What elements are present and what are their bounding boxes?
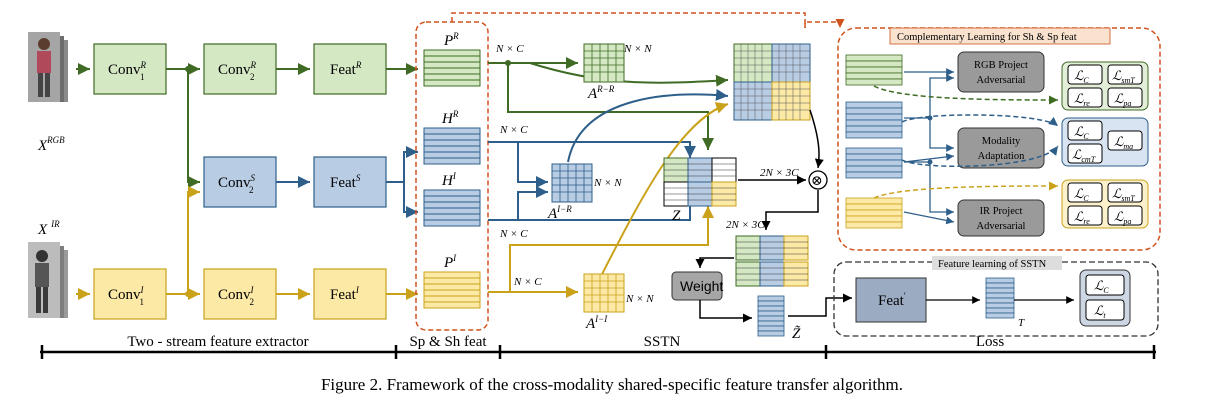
a-ir-label: AI−R: [547, 204, 572, 222]
loss-c-rgb: ℒC: [1074, 68, 1089, 85]
rgb-project-adversarial-box: [957, 51, 1045, 93]
a-ii-label: AI−I: [585, 314, 608, 332]
transferred-feature-matrix: [735, 235, 809, 287]
cl-p-ir: [845, 197, 903, 229]
loss-pa-rgb: ℒpa: [1114, 91, 1131, 108]
cl-p-rgb: [845, 54, 903, 86]
loss-t-sstn: ℒt: [1094, 303, 1106, 320]
z-matrix: [663, 157, 737, 207]
ir-project-adversarial-box: [957, 199, 1045, 237]
p-ir-feature: [423, 271, 481, 309]
z-tilde-matrix: [757, 295, 785, 337]
conv2-shared-box: [203, 156, 277, 208]
z-label: Z: [672, 208, 681, 224]
nc-label-4: N × C: [513, 276, 542, 288]
spsh-section-label: Sp & Sh feat: [409, 334, 487, 350]
nn-label-1: N × N: [623, 43, 652, 55]
feat-shared-label: FeatS: [330, 173, 361, 191]
a-rr-matrix: [583, 43, 625, 83]
n3c-label-1: 2N × 3C: [760, 167, 799, 179]
complementary-learning-title-box: [889, 27, 1111, 45]
p-ir-label: PI: [443, 253, 457, 271]
z-tilde-label: Z̃: [792, 326, 801, 342]
h-rgb-label: HR: [441, 109, 459, 127]
figure-caption: Figure 2. Framework of the cross-modalit…: [321, 375, 903, 394]
nn-label-3: N × N: [625, 293, 654, 305]
p-rgb-label: PR: [443, 31, 459, 49]
ir-person-images: [28, 242, 68, 318]
t-label: T: [1018, 317, 1025, 329]
mod-line2: Adaptation: [978, 151, 1025, 162]
loss-cmt: ℒcmT: [1072, 147, 1096, 164]
a-ir-matrix: [551, 163, 593, 203]
loss-c-ir: ℒC: [1074, 186, 1089, 203]
extractor-section-label: Two - stream feature extractor: [127, 334, 308, 350]
feature-learning-title: Feature learning of SSTN: [938, 259, 1047, 270]
rgb-input-label: XRGB: [37, 135, 65, 154]
rgb-adv-line2: Adversarial: [977, 75, 1026, 86]
ir-adv-line1: IR Project: [980, 206, 1023, 217]
loss-smt-rgb: ℒsmT: [1112, 68, 1135, 85]
ir-adv-line2: Adversarial: [977, 221, 1026, 232]
nc-label-1: N × C: [495, 43, 524, 55]
h-ir-feature: [423, 189, 481, 227]
p-rgb-feature: [423, 49, 481, 87]
n3c-label-2: 2N × 3C: [726, 219, 765, 231]
loss-section-label: Loss: [976, 334, 1005, 350]
weight-label: Weight: [680, 278, 723, 294]
feat-prime-label: Feat′: [878, 291, 906, 309]
feature-learning-title-box: [932, 256, 1062, 270]
t-feature: [985, 277, 1015, 319]
conv2-rgb-box: [203, 43, 277, 95]
loss-ma: ℒma: [1114, 134, 1133, 151]
rgb-person-images: [28, 32, 68, 102]
loss-pa-ir: ℒpa: [1114, 209, 1131, 226]
loss-c-mod: ℒC: [1074, 124, 1089, 141]
affinity-block-matrix: [733, 43, 811, 121]
loss-re-ir: ℒre: [1074, 209, 1090, 226]
feat-ir-label: FeatI: [330, 285, 360, 303]
conv1-ir-box: [93, 268, 167, 320]
loss-c-sstn: ℒC: [1094, 278, 1109, 295]
otimes-glyph: ⊗: [811, 174, 823, 189]
complementary-learning-title: Complementary Learning for Sh & Sp feat: [897, 32, 1077, 43]
mod-line1: Modality: [982, 136, 1021, 147]
loss-smt-ir: ℒsmT: [1112, 186, 1135, 203]
loss-re-rgb: ℒre: [1074, 91, 1090, 108]
feat-rgb-label: FeatR: [330, 60, 362, 78]
weight-box: [671, 271, 723, 301]
h-rgb-feature: [423, 127, 481, 165]
matrix-multiply-symbol: [808, 170, 828, 190]
nc-label-3: N × C: [499, 228, 528, 240]
a-ii-matrix: [583, 273, 625, 313]
nc-label-2: N × C: [499, 124, 528, 136]
a-rr-label: AR−R: [587, 84, 615, 102]
rgb-adv-line1: RGB Project: [974, 60, 1028, 71]
feat-ir-box: [313, 268, 387, 320]
h-ir-label: HI: [441, 171, 457, 189]
nn-label-2: N × N: [593, 177, 622, 189]
modality-adaptation-box: [957, 127, 1045, 169]
cl-h-rgb: [845, 101, 903, 139]
sstn-section-label: SSTN: [644, 334, 681, 350]
cl-h-ir: [845, 147, 903, 179]
